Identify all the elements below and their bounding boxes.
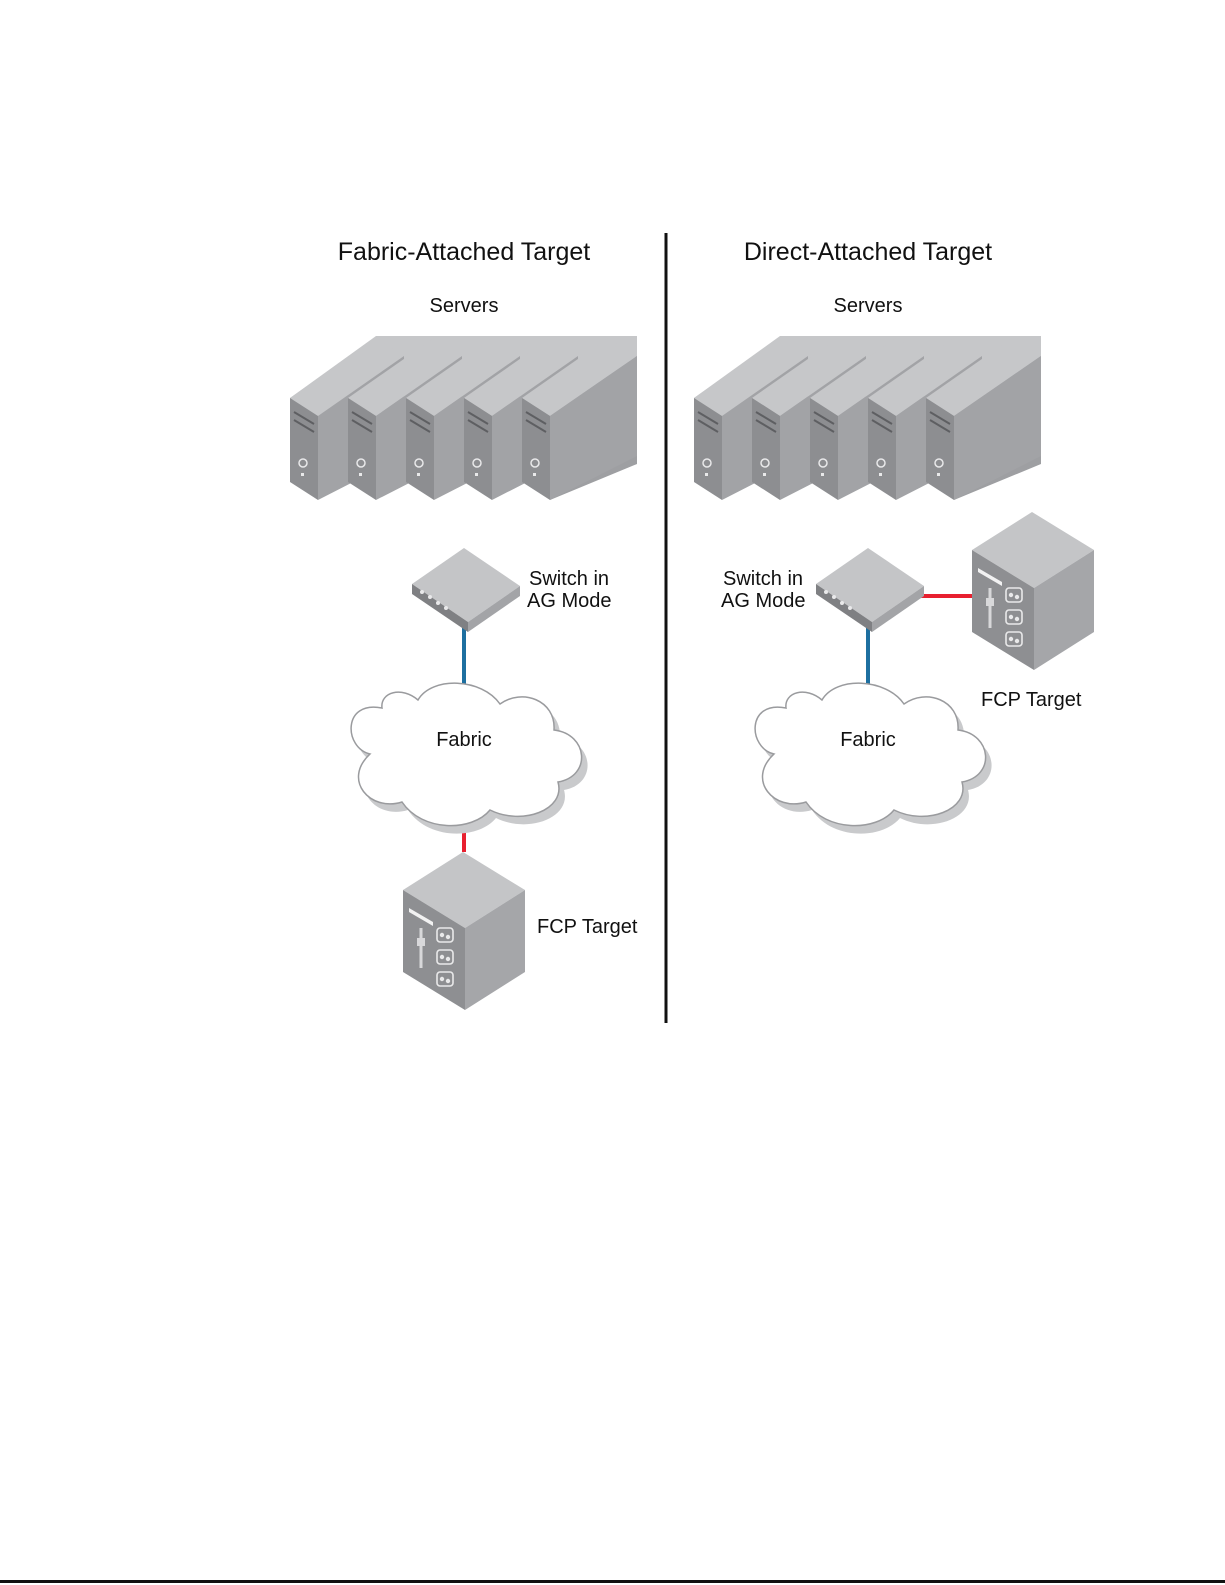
fcp-target-label: FCP Target (981, 689, 1082, 711)
cloud-icon (351, 683, 587, 833)
fabric-attached-panel: Fabric-Attached Target Servers (290, 238, 638, 1010)
fcp-target-label: FCP Target (537, 916, 638, 938)
switch-label-line1: Switch in (529, 568, 609, 590)
panel-title: Fabric-Attached Target (338, 238, 590, 266)
storage-array-icon (972, 512, 1094, 670)
network-switch-icon (412, 548, 520, 632)
direct-attached-panel: Direct-Attached Target Servers (694, 238, 1094, 834)
servers-label: Servers (430, 295, 499, 317)
switch-label-line2: AG Mode (721, 590, 805, 612)
fabric-label: Fabric (436, 729, 492, 751)
switch-label-line1: Switch in (723, 568, 803, 590)
server-rack-group (694, 336, 1041, 500)
fabric-label: Fabric (840, 729, 896, 751)
panel-title: Direct-Attached Target (744, 238, 992, 266)
switch-label-line2: AG Mode (527, 590, 611, 612)
server-rack-group (290, 336, 637, 500)
cloud-icon (755, 683, 991, 833)
network-switch-icon (816, 548, 924, 632)
storage-array-icon (403, 852, 525, 1010)
page-bottom-rule (0, 1580, 1225, 1583)
servers-label: Servers (834, 295, 903, 317)
